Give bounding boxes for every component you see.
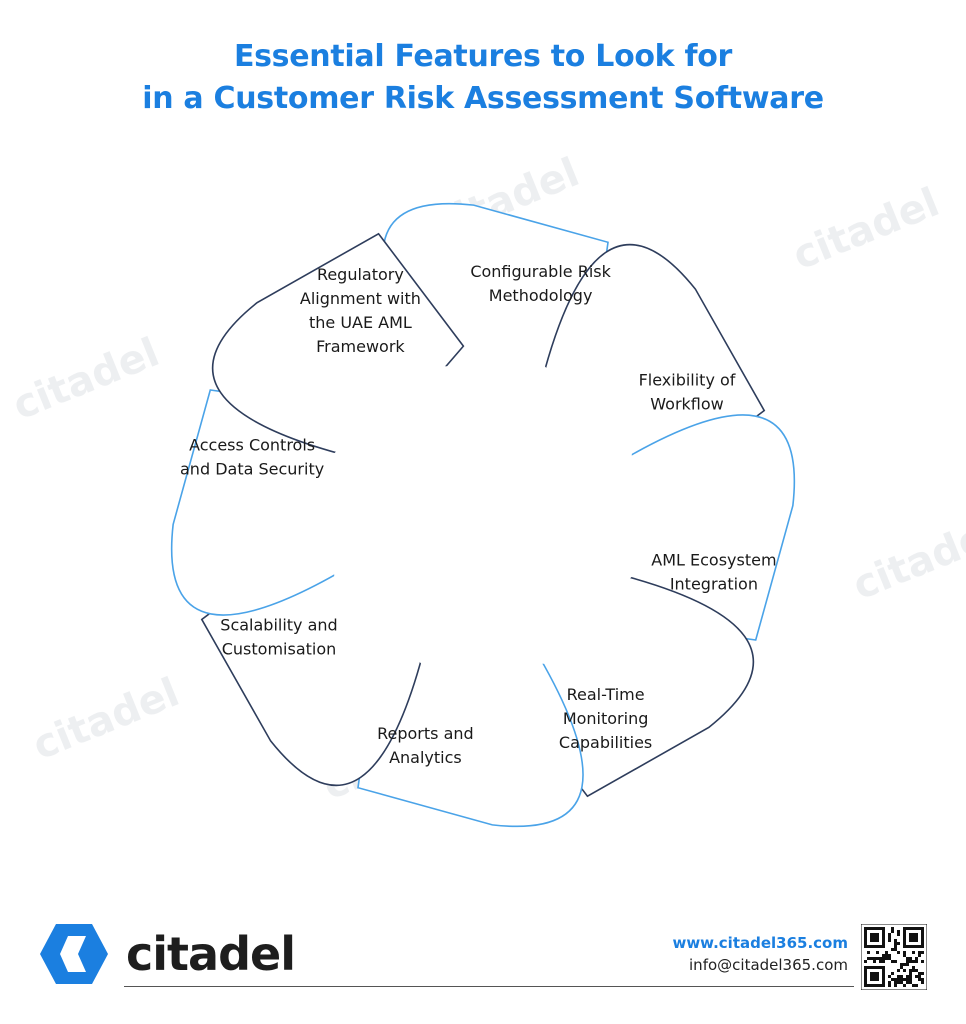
feature-label-line: Flexibility of <box>639 370 736 389</box>
page-title: Essential Features to Look for in a Cust… <box>0 36 966 120</box>
watermark-text: citadel <box>787 179 946 279</box>
email-link[interactable]: info@citadel365.com <box>689 956 848 974</box>
feature-label-line: Access Controls <box>189 435 315 454</box>
feature-label-line: Methodology <box>489 286 593 305</box>
citadel-hexagon-logo-icon <box>40 924 108 984</box>
website-link[interactable]: www.citadel365.com <box>672 934 848 952</box>
feature-label-line: Reports and <box>377 724 474 743</box>
feature-label-line: Configurable Risk <box>470 262 611 281</box>
footer-divider <box>124 986 854 987</box>
feature-label-line: Monitoring <box>563 709 649 728</box>
feature-label-line: Scalability and <box>220 616 337 635</box>
brand-block: citadel <box>38 922 296 986</box>
feature-label-line: and Data Security <box>180 459 324 478</box>
center-octagon <box>334 366 632 664</box>
watermark-text: citadel <box>27 669 186 769</box>
feature-label-line: Alignment with <box>300 289 421 308</box>
feature-label-line: AML Ecosystem <box>651 551 776 570</box>
feature-label-line: Real-Time <box>567 685 645 704</box>
title-line-1: Essential Features to Look for <box>233 39 733 74</box>
feature-label-line: Regulatory <box>317 265 404 284</box>
contact-block: www.citadel365.com info@citadel365.com <box>672 932 848 976</box>
feature-label-line: Integration <box>670 575 758 594</box>
brand-name: citadel <box>126 927 296 981</box>
feature-label-line: the UAE AML <box>309 313 412 332</box>
feature-label-line: Analytics <box>389 748 462 767</box>
feature-label-line: Customisation <box>222 640 337 659</box>
feature-label-line: Capabilities <box>559 733 652 752</box>
title-line-2: in a Customer Risk Assessment Software <box>142 81 824 116</box>
feature-label-line: Framework <box>316 337 405 356</box>
watermark-text: citadel <box>847 509 966 609</box>
qr-code-icon <box>861 924 927 990</box>
feature-label-line: Workflow <box>650 394 723 413</box>
watermark-text: citadel <box>7 329 166 429</box>
